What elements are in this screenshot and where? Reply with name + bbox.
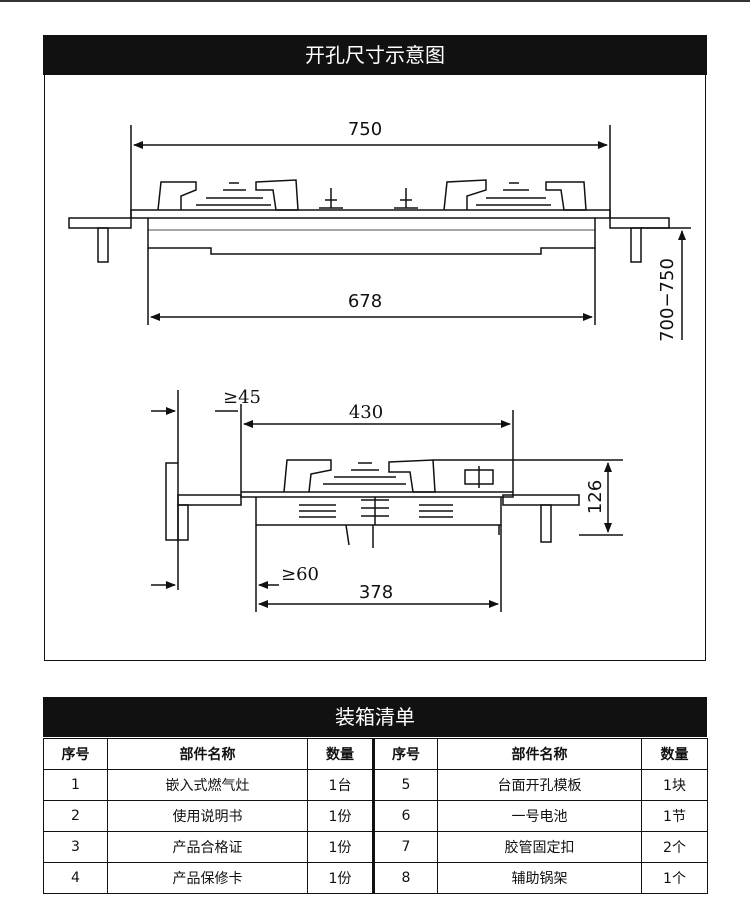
row-qty-2: 1节 xyxy=(641,800,708,832)
dim-ge60: ≥60 xyxy=(281,564,319,585)
header-qty-2: 数量 xyxy=(641,738,708,770)
top-rule xyxy=(0,0,750,2)
dim-700-750: 700−750 xyxy=(657,258,678,342)
dim-126: 126 xyxy=(585,480,606,514)
row-part-name: 嵌入式燃气灶 xyxy=(107,769,308,801)
row-qty: 1份 xyxy=(307,862,374,894)
header-no-2: 序号 xyxy=(372,738,438,770)
packing-header-row: 序号 部件名称 数量 序号 部件名称 数量 xyxy=(43,738,708,770)
cutout-diagram-drawing: 750 678 700−750 xyxy=(68,119,691,612)
row-part-name: 使用说明书 xyxy=(107,800,308,832)
packing-list-title: 装箱清单 xyxy=(43,697,707,737)
table-row: 1 嵌入式燃气灶 1台 5 台面开孔模板 1块 xyxy=(43,769,708,801)
dim-678: 678 xyxy=(348,291,382,312)
header-no: 序号 xyxy=(43,738,108,770)
row-no-2: 8 xyxy=(372,862,438,894)
row-qty: 1台 xyxy=(307,769,374,801)
cutout-diagram: 750 678 700−750 xyxy=(44,75,706,661)
packing-list-table: 序号 部件名称 数量 序号 部件名称 数量 1 嵌入式燃气灶 1台 5 台面开孔… xyxy=(43,738,708,894)
row-no: 2 xyxy=(43,800,108,832)
dim-378: 378 xyxy=(359,582,393,603)
row-part-name-2: 台面开孔模板 xyxy=(437,769,642,801)
row-qty: 1份 xyxy=(307,800,374,832)
row-part-name: 产品保修卡 xyxy=(107,862,308,894)
row-qty-2: 1个 xyxy=(641,862,708,894)
row-part-name-2: 一号电池 xyxy=(437,800,642,832)
row-part-name-2: 辅助锅架 xyxy=(437,862,642,894)
header-part-name: 部件名称 xyxy=(107,738,308,770)
top-view-drawing xyxy=(68,125,691,340)
dim-430: 430 xyxy=(349,402,383,423)
row-qty: 1份 xyxy=(307,831,374,863)
row-no-2: 6 xyxy=(372,800,438,832)
table-row: 2 使用说明书 1份 6 一号电池 1节 xyxy=(43,800,708,832)
row-no-2: 7 xyxy=(372,831,438,863)
row-part-name: 产品合格证 xyxy=(107,831,308,863)
row-part-name-2: 胶管固定扣 xyxy=(437,831,642,863)
dim-ge45: ≥45 xyxy=(223,387,261,408)
row-no: 4 xyxy=(43,862,108,894)
row-no: 3 xyxy=(43,831,108,863)
side-view-drawing xyxy=(151,390,623,612)
row-no-2: 5 xyxy=(372,769,438,801)
cutout-diagram-title: 开孔尺寸示意图 xyxy=(43,35,707,75)
row-no: 1 xyxy=(43,769,108,801)
table-row: 3 产品合格证 1份 7 胶管固定扣 2个 xyxy=(43,831,708,863)
header-qty: 数量 xyxy=(307,738,374,770)
row-qty-2: 2个 xyxy=(641,831,708,863)
header-part-name-2: 部件名称 xyxy=(437,738,642,770)
dim-750: 750 xyxy=(348,119,382,140)
row-qty-2: 1块 xyxy=(641,769,708,801)
table-row: 4 产品保修卡 1份 8 辅助锅架 1个 xyxy=(43,862,708,894)
